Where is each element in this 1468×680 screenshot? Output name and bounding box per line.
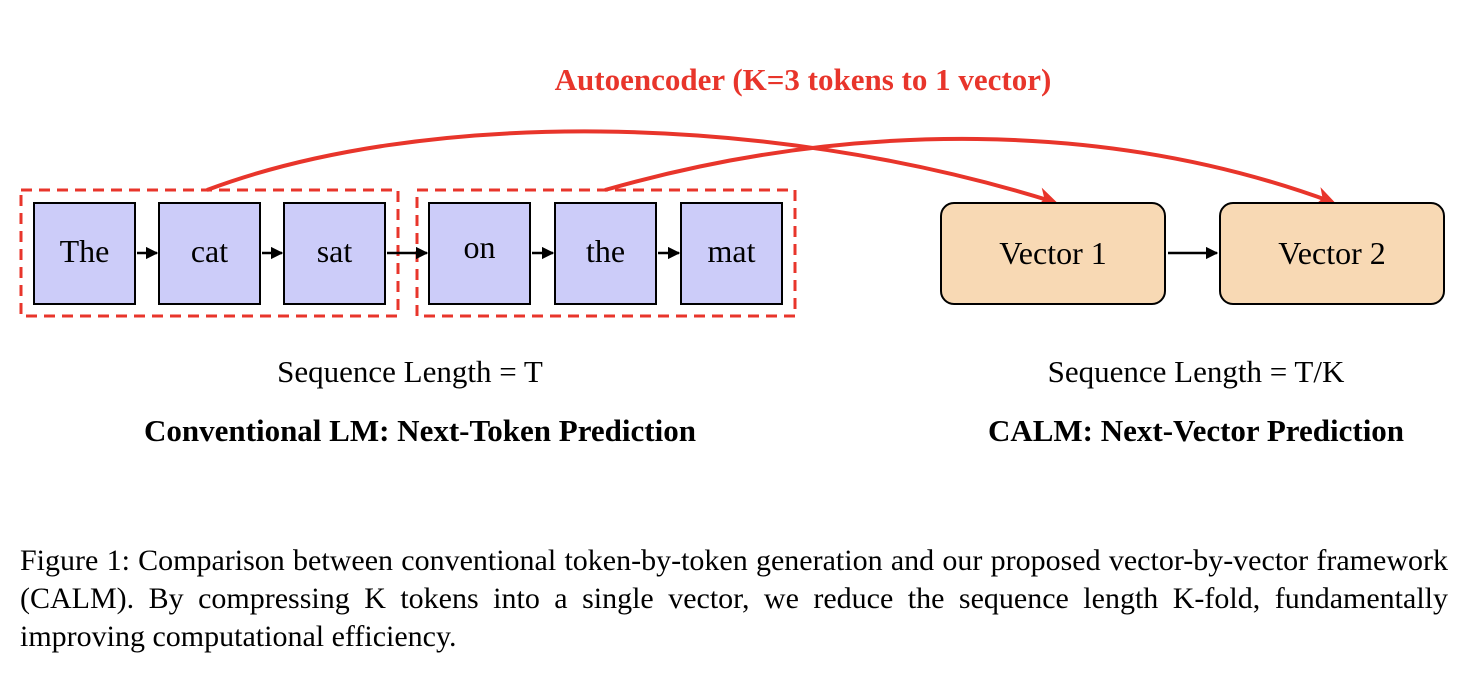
token-label: the bbox=[585, 233, 626, 269]
calm-title: CALM: Next-Vector Prediction bbox=[987, 413, 1405, 448]
figure-caption: Figure 1: Comparison between conventiona… bbox=[20, 544, 1448, 653]
token-box-the-2: the bbox=[554, 202, 657, 305]
vector-box-1: Vector 1 bbox=[940, 202, 1166, 305]
calm-sequence-length: Sequence Length = T/K bbox=[1047, 354, 1345, 389]
token-label: The bbox=[59, 233, 110, 269]
token-box-on: on bbox=[428, 202, 531, 305]
token-box-cat: cat bbox=[158, 202, 261, 305]
conventional-title: Conventional LM: Next-Token Prediction bbox=[144, 413, 696, 448]
token-box-sat: sat bbox=[283, 202, 386, 305]
autoencoder-arc-group-1 bbox=[206, 129, 1058, 207]
autoencoder-arc-group-2 bbox=[604, 136, 1336, 206]
vector-label: Vector 2 bbox=[1278, 235, 1386, 271]
token-box-mat: mat bbox=[680, 202, 783, 305]
token-label: cat bbox=[190, 233, 229, 269]
token-label: on bbox=[463, 229, 496, 265]
token-label: sat bbox=[316, 233, 353, 269]
autoencoder-label: Autoencoder (K=3 tokens to 1 vector) bbox=[554, 62, 1052, 97]
vector-label: Vector 1 bbox=[999, 235, 1107, 271]
vector-box-2: Vector 2 bbox=[1219, 202, 1445, 305]
token-label: mat bbox=[707, 233, 756, 269]
token-box-the-1: The bbox=[33, 202, 136, 305]
conventional-sequence-length: Sequence Length = T bbox=[277, 354, 543, 389]
